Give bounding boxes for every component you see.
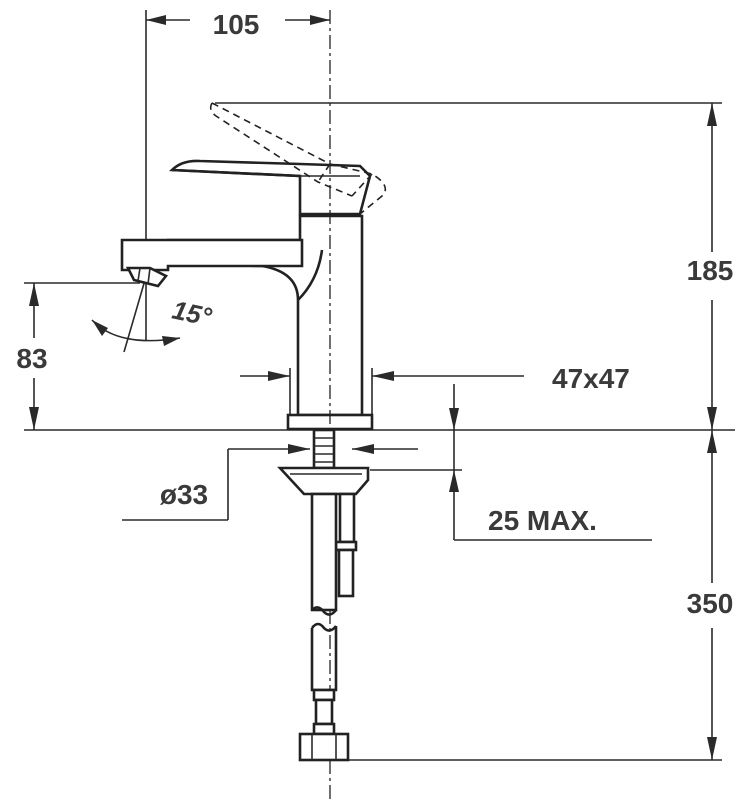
dim-hose-length — [340, 430, 722, 761]
lever-open-position — [209, 102, 387, 215]
dim-spout-height — [24, 282, 140, 430]
supply-hose — [298, 492, 350, 762]
dim-hose-length-label: 350 — [687, 588, 734, 619]
dim-base-size-label: 47x47 — [552, 363, 630, 394]
dim-hole-diameter — [122, 444, 418, 521]
dim-spout-angle — [91, 279, 181, 353]
dim-top-width — [145, 10, 330, 340]
dim-top-width-label: 105 — [213, 9, 260, 40]
faucet-body — [120, 159, 374, 431]
dim-total-height — [215, 102, 722, 430]
dim-hole-diameter-label: ø33 — [160, 479, 208, 510]
dim-total-height-label: 185 — [687, 255, 734, 286]
dim-spout-height-label: 83 — [16, 343, 47, 374]
dim-counter-thickness — [370, 384, 652, 541]
dim-base-size — [240, 368, 524, 425]
dim-spout-angle-label: 15° — [170, 295, 215, 333]
mounting-assembly — [277, 428, 370, 598]
dim-counter-thickness-label: 25 MAX. — [488, 505, 597, 536]
